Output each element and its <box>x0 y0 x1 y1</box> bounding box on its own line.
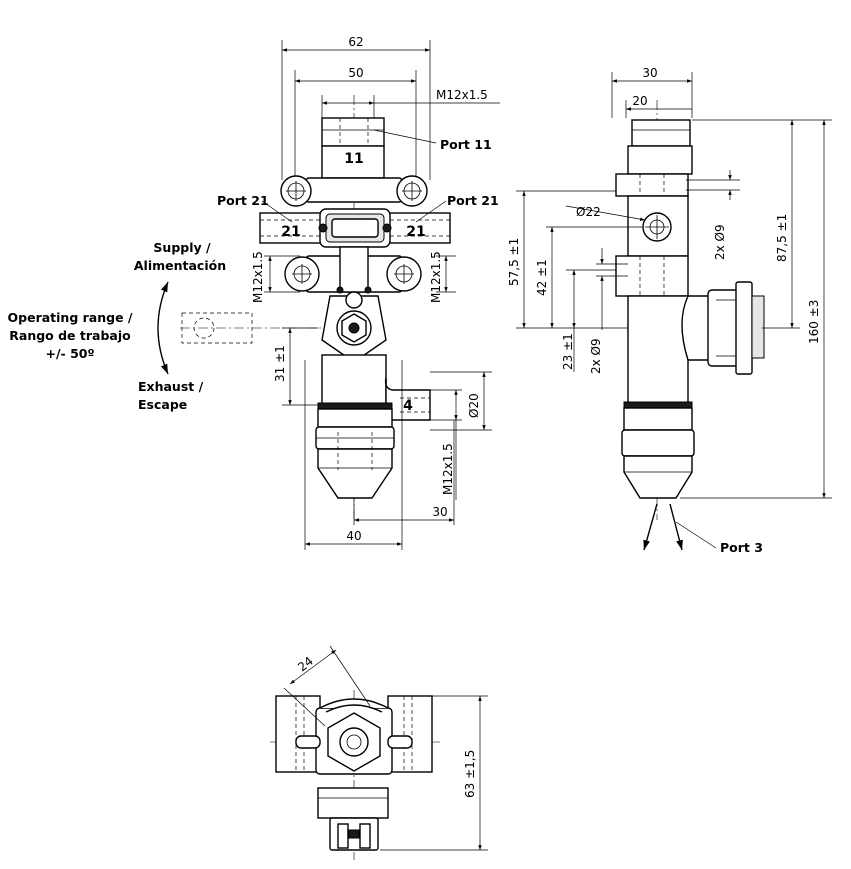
dim-23-label: 23 ±1 <box>561 333 575 370</box>
dim-87-5: 87,5 ±1 <box>692 119 800 329</box>
dim-24-label: 24 <box>295 654 316 674</box>
port-21-number-right: 21 <box>406 224 425 240</box>
dim-20-side: 20 <box>625 94 692 118</box>
dim-40-label: 40 <box>346 529 361 543</box>
dim-50: 50 <box>294 66 417 180</box>
exhaust-label-1: Exhaust / <box>138 379 204 394</box>
dim-30-front-label: 30 <box>432 505 447 519</box>
dim-dia-22: Ø22 <box>565 205 646 221</box>
dim-50-label: 50 <box>348 66 363 80</box>
dim-thread-side-label-right: M12x1.5 <box>429 251 443 303</box>
dim-30-side-label: 30 <box>642 66 657 80</box>
dim-30-front: 30 <box>353 420 455 525</box>
front-view: 62 50 M12x1.5 11 Port 11 <box>8 35 500 550</box>
dim-30-side: 30 <box>611 66 693 118</box>
dim-63: 63 ±1,5 <box>380 695 488 851</box>
dim-dia-20: Ø20 <box>430 371 492 431</box>
side-view: 30 20 <box>507 66 832 555</box>
dim-40: 40 <box>304 360 403 550</box>
dim-23: 23 ±1 <box>561 269 616 372</box>
dim-thread-side-label: M12x1.5 <box>251 251 265 303</box>
supply-label-1: Supply / <box>153 240 211 255</box>
dim-holes-9-upper: 2x Ø9 <box>686 170 740 260</box>
dim-63-label: 63 ±1,5 <box>463 750 477 798</box>
port-21-number-left: 21 <box>281 224 300 240</box>
dim-holes-9-upper-label: 2x Ø9 <box>713 224 727 260</box>
operating-label-1: Operating range / <box>8 310 133 325</box>
dim-87-5-label: 87,5 ±1 <box>775 214 789 262</box>
dim-thread-exhaust-label: M12x1.5 <box>441 443 455 495</box>
dim-thread-top-label: M12x1.5 <box>436 88 488 102</box>
dim-thread-top: M12x1.5 <box>321 88 500 120</box>
dim-20-side-label: 20 <box>632 94 647 108</box>
port-21-right-label: Port 21 <box>447 193 499 208</box>
dim-42-label: 42 ±1 <box>535 259 549 296</box>
port-21-left-label: Port 21 <box>217 193 269 208</box>
dim-31-label: 31 ±1 <box>273 345 287 382</box>
dim-thread-side: M12x1.5 M12x1.5 <box>251 251 456 303</box>
bottom-view: 24 63 ±1,5 <box>270 645 488 860</box>
dim-57-5: 57,5 ±1 <box>507 190 628 329</box>
dim-thread-exhaust: M12x1.5 <box>430 389 462 500</box>
exhaust-label-2: Escape <box>138 397 187 412</box>
dim-dia-22-label: Ø22 <box>576 205 601 219</box>
dim-holes-9-lower: 2x Ø9 <box>589 248 628 374</box>
dim-holes-9-lower-label: 2x Ø9 <box>589 338 603 374</box>
port-3-label: Port 3 <box>720 540 763 555</box>
dim-62-label: 62 <box>348 35 363 49</box>
dim-160: 160 ±3 <box>680 119 832 499</box>
dim-160-label: 160 ±3 <box>807 300 821 344</box>
dim-57-5-label: 57,5 ±1 <box>507 238 521 286</box>
port-11-number: 11 <box>344 151 363 167</box>
port-4-number: 4 <box>403 398 413 414</box>
operating-label-3: +/- 50º <box>45 346 94 361</box>
port-11-label: Port 11 <box>440 137 492 152</box>
operating-label-2: Rango de trabajo <box>9 328 131 343</box>
dim-42: 42 ±1 <box>535 226 643 328</box>
dim-62: 62 <box>281 35 431 180</box>
supply-label-2: Alimentación <box>134 258 226 273</box>
dim-31: 31 ±1 <box>273 327 318 406</box>
dim-dia-20-label: Ø20 <box>467 393 481 418</box>
